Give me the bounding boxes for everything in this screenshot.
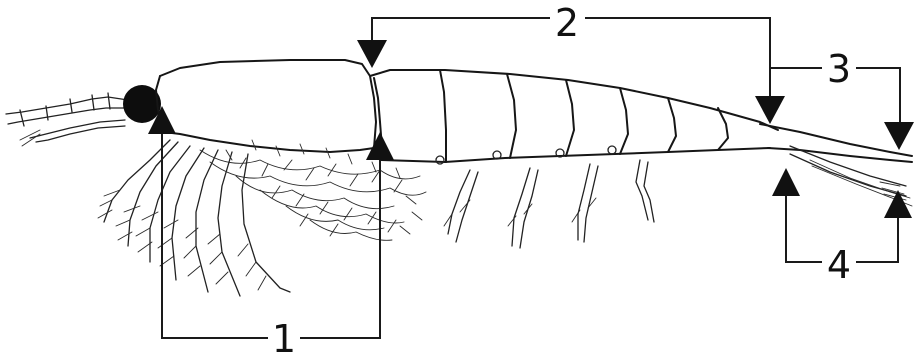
callout-4-arrow-left: [772, 168, 800, 196]
pleopods: [444, 160, 654, 248]
callout-3-arrow: [884, 122, 914, 150]
callout-2-arrow-right: [755, 96, 785, 124]
abdomen: [370, 70, 778, 164]
callout-1-bracket: [148, 106, 394, 338]
callout-4-label: 4: [827, 243, 851, 287]
callout-3-label: 3: [827, 47, 851, 91]
thoracic-legs: [98, 140, 290, 296]
callout-2-label: 2: [555, 1, 579, 45]
gills: [200, 140, 426, 240]
carapace: [160, 60, 376, 152]
antennae: [6, 93, 128, 146]
callout-1-arrow-right: [366, 132, 394, 160]
callout-1-label: 1: [272, 317, 296, 354]
